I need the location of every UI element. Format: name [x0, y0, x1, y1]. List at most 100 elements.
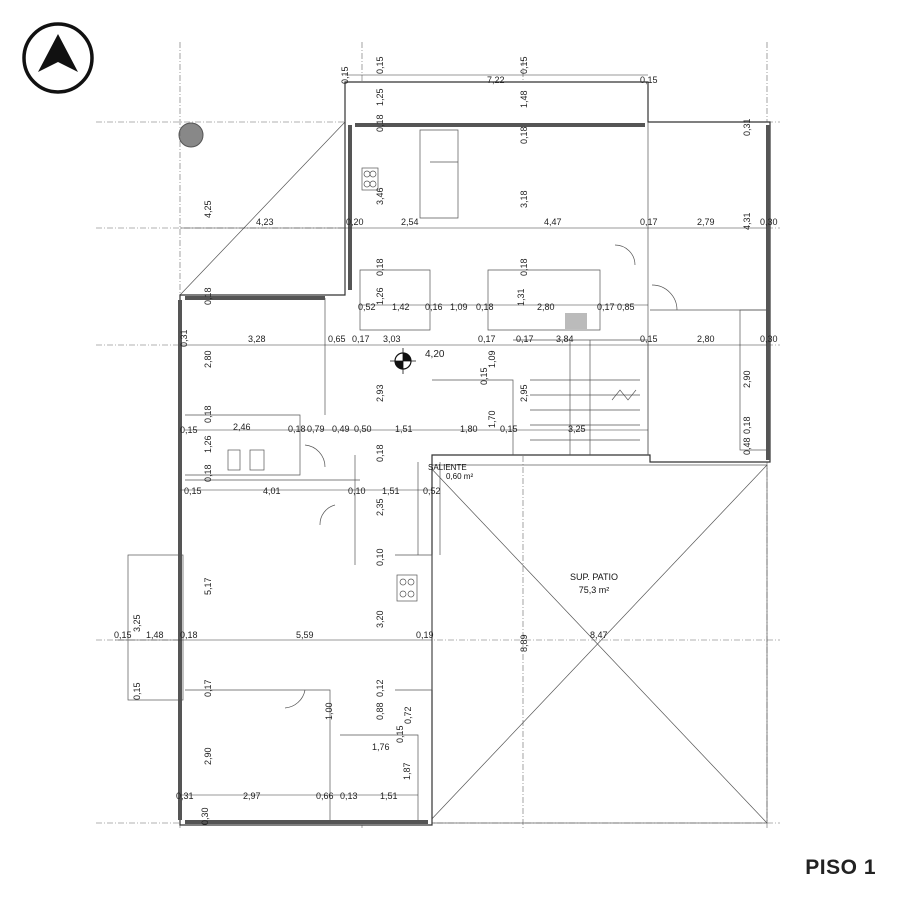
dimension: 0,17 [352, 334, 370, 344]
dimension: 1,51 [380, 791, 398, 801]
dimension: 1,42 [392, 302, 410, 312]
dimension: 0,18 [375, 258, 385, 276]
dimension: 0,17 [640, 217, 658, 227]
patio-area: 75,3 m² [579, 585, 610, 595]
dimension: 3,28 [248, 334, 266, 344]
dimension: 1,00 [324, 702, 334, 720]
dimension: 2,93 [375, 384, 385, 402]
dimension: 3,46 [375, 187, 385, 205]
dimension: 2,97 [243, 791, 261, 801]
dimension: 1,26 [375, 287, 385, 305]
dimension: 4,23 [256, 217, 274, 227]
dimension: 0,15 [519, 56, 529, 74]
dimension: 0,18 [375, 444, 385, 462]
dimension: 0,72 [403, 706, 413, 724]
dimension: 0,20 [346, 217, 364, 227]
level-marker-icon [178, 122, 204, 148]
dimension: 4,25 [203, 200, 213, 218]
dimension: 0,30 [200, 807, 210, 825]
dimension: 2,35 [375, 498, 385, 516]
dimension: 0,15 [395, 725, 405, 743]
dimension: 2,54 [401, 217, 419, 227]
outer-walls [178, 81, 771, 826]
dimension: 1,70 [487, 410, 497, 428]
dimension: 0,17 [203, 679, 213, 697]
dimension: 5,59 [296, 630, 314, 640]
dimension: 2,90 [742, 370, 752, 388]
dimension: 0,30 [760, 334, 778, 344]
dimension: 8,47 [590, 630, 608, 640]
dimension: 0,48 [742, 437, 752, 455]
dimension: 0,12 [375, 679, 385, 697]
dimension: 2,90 [203, 747, 213, 765]
dimension: 2,46 [233, 422, 251, 432]
patio-title: SUP. PATIO [570, 572, 618, 582]
dimension: 0,15 [640, 334, 658, 344]
floor-label: PISO 1 [805, 856, 876, 879]
dimension: 0,88 [375, 702, 385, 720]
dimension: 4,31 [742, 212, 752, 230]
dimension: 0,65 [328, 334, 346, 344]
dimension: 0,66 [316, 791, 334, 801]
dimension: 3,03 [383, 334, 401, 344]
dimension: 1,80 [460, 424, 478, 434]
dimension: 0,18 [203, 287, 213, 305]
dimension: 0,15 [640, 75, 658, 85]
dimension: 0,52 [358, 302, 376, 312]
dimension: 1,09 [487, 350, 497, 368]
dimension: 5,17 [203, 577, 213, 595]
dimension: 0,15 [114, 630, 132, 640]
dimension: 3,25 [568, 424, 586, 434]
dimension: 0,31 [176, 791, 194, 801]
dimension: 4,01 [263, 486, 281, 496]
saliente-label: SALIENTE 0,60 m² [428, 463, 473, 481]
dimension: 1,51 [395, 424, 413, 434]
dimension: 0,15 [340, 66, 350, 84]
dimension: 0,15 [500, 424, 518, 434]
dimension: 1,48 [519, 90, 529, 108]
dimension: 0,18 [742, 416, 752, 434]
dimension: 0,10 [375, 548, 385, 566]
dimension: 2,80 [203, 350, 213, 368]
dimension: 0,18 [288, 424, 306, 434]
dimension: 0,18 [203, 405, 213, 423]
dimension: 0,52 [423, 486, 441, 496]
dimension: 1,31 [516, 288, 526, 306]
north-arrow-icon [22, 22, 94, 94]
dimension: 0,17 [516, 334, 534, 344]
dimension: 0,31 [179, 329, 189, 347]
dimension: 0,17 [597, 302, 615, 312]
patio-label: SUP. PATIO 75,3 m² [570, 572, 618, 595]
dimension: 0,31 [742, 118, 752, 136]
dimension: 3,20 [375, 610, 385, 628]
dimension: 2,95 [519, 384, 529, 402]
dimension: 3,25 [132, 614, 142, 632]
dimension: 1,09 [450, 302, 468, 312]
dimension: 0,15 [184, 486, 202, 496]
dimension: 1,87 [402, 762, 412, 780]
dimension: 1,51 [382, 486, 400, 496]
dimension: 1,26 [203, 435, 213, 453]
dimension: 7,22 [487, 75, 505, 85]
dimension: 3,18 [519, 190, 529, 208]
dimension: 0,18 [476, 302, 494, 312]
dimension: 0,15 [180, 425, 198, 435]
dimension: 0,18 [375, 114, 385, 132]
dimension: 2,79 [697, 217, 715, 227]
dimension: 0,16 [425, 302, 443, 312]
dimension: 4,47 [544, 217, 562, 227]
dimension: 0,79 [307, 424, 325, 434]
dimension: 0,17 [478, 334, 496, 344]
dimension: 0,19 [416, 630, 434, 640]
dimension: 8,89 [519, 634, 529, 652]
saliente-title: SALIENTE [428, 463, 467, 472]
dimension: 2,80 [697, 334, 715, 344]
dimension: 0,30 [760, 217, 778, 227]
dimension: 0,15 [132, 682, 142, 700]
dimension: 0,85 [617, 302, 635, 312]
dimension: 0,10 [348, 486, 366, 496]
dimension: 0,13 [340, 791, 358, 801]
dimension: 2,80 [537, 302, 555, 312]
dimension: 3,84 [556, 334, 574, 344]
